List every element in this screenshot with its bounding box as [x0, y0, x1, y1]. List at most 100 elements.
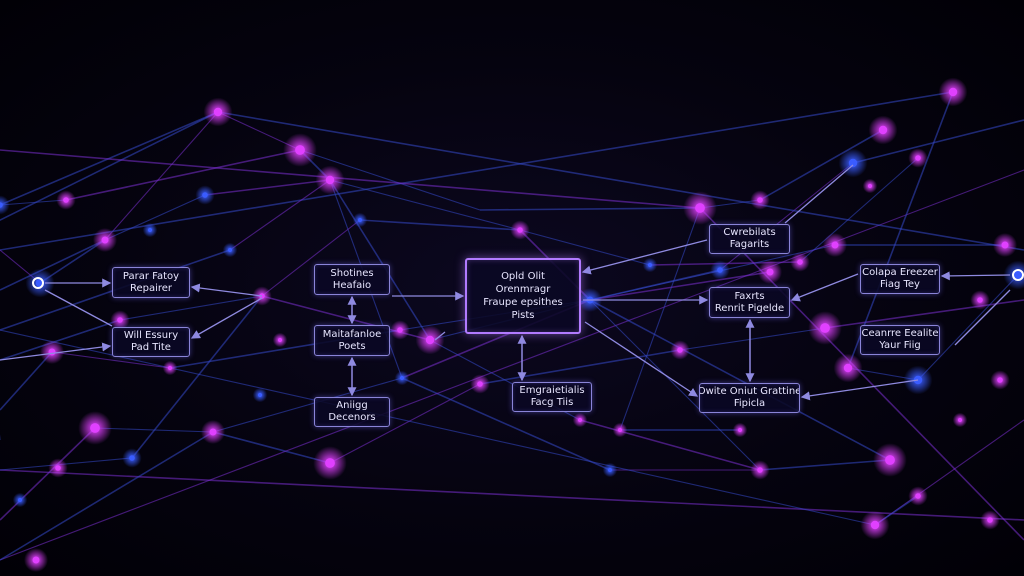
- mesh-node: [717, 267, 723, 273]
- mesh-node: [1001, 241, 1009, 249]
- mesh-node: [915, 493, 921, 499]
- mesh-node: [695, 203, 705, 213]
- box-maitafanloe: Maitafanloe Poets: [314, 325, 390, 356]
- mesh-line: [0, 239, 106, 291]
- mesh-node: [848, 158, 858, 168]
- mesh-line: [479, 207, 701, 211]
- mesh-node: [17, 497, 23, 503]
- mesh-node: [425, 335, 435, 345]
- box-line: Pists: [511, 310, 535, 321]
- mesh-line: [51, 351, 171, 369]
- box-line: Fipicla: [733, 398, 766, 409]
- mesh-node: [843, 363, 853, 373]
- box-line: Cwrebilats: [723, 227, 776, 238]
- mesh-line: [0, 111, 219, 221]
- mesh-node: [167, 365, 173, 371]
- mesh-line: [104, 194, 206, 241]
- mesh-node: [477, 381, 483, 387]
- box-line: Parar Fatoy: [122, 270, 180, 282]
- mesh-node: [987, 517, 993, 523]
- mesh-line: [847, 91, 954, 369]
- mesh-lines: [0, 91, 1024, 561]
- box-owite-oniut: Owite Oniut Grattine Fipicla: [699, 383, 800, 413]
- mesh-line: [824, 299, 1024, 329]
- connector-arrow: [0, 342, 112, 361]
- mesh-node: [129, 455, 135, 461]
- mesh-line: [917, 274, 1019, 381]
- mesh-node: [617, 427, 623, 433]
- mesh-node: [737, 427, 743, 433]
- box-line: Ceanrre Eealite: [861, 328, 939, 339]
- mesh-node: [948, 87, 958, 97]
- box-ceanrre-eealite: Ceanrre Eealite Yaur Fiig: [860, 325, 940, 355]
- mesh-line: [0, 469, 1024, 521]
- box-line: Maitafanloe: [322, 328, 382, 340]
- mesh-node: [831, 241, 839, 249]
- mesh-line: [229, 179, 331, 251]
- mesh-line: [519, 229, 651, 266]
- mesh-node: [397, 327, 403, 333]
- connector-arrow: [190, 297, 263, 339]
- mesh-line: [589, 299, 761, 471]
- mesh-node: [0, 202, 3, 208]
- mesh-line: [0, 329, 876, 526]
- mesh-node: [677, 347, 683, 353]
- connector-arrow: [954, 289, 1011, 346]
- mesh-node: [577, 417, 583, 423]
- mesh-line: [104, 111, 219, 241]
- mesh-node: [63, 197, 69, 203]
- box-line: Shotines: [330, 267, 374, 279]
- mesh-line: [589, 271, 771, 301]
- mesh-line: [329, 383, 481, 464]
- mesh-node: [32, 556, 40, 564]
- mesh-line: [329, 179, 521, 231]
- hub-ring-node: [1012, 269, 1024, 281]
- mesh-node: [325, 175, 335, 185]
- box-line: Renrit Pigelde: [714, 302, 785, 314]
- mesh-node: [517, 227, 523, 233]
- mesh-node: [867, 183, 873, 189]
- hub-ring-node: [32, 277, 44, 289]
- mesh-node: [607, 467, 613, 473]
- mesh-node: [55, 465, 61, 471]
- mesh-node: [997, 377, 1003, 383]
- mesh-line: [204, 179, 331, 196]
- box-line: Yaur Fiig: [879, 340, 921, 351]
- mesh-line: [0, 199, 67, 206]
- box-line: Pad Tite: [131, 342, 171, 353]
- connector-arrow: [800, 379, 919, 401]
- box-emgraietialis: Emgraietialis Facg Tiis: [512, 382, 592, 412]
- mesh-node: [90, 423, 100, 433]
- mesh-line: [799, 157, 919, 263]
- mesh-node: [957, 417, 963, 423]
- mesh-line: [0, 149, 701, 209]
- mesh-node: [977, 297, 983, 303]
- connector-arrow: [190, 283, 263, 297]
- connectors: [0, 164, 1011, 401]
- box-shotines: Shotines Heafaio: [314, 264, 390, 295]
- box-central-opld-olit: Opld Olit Orenmragr Fraupe epsithes Pist…: [465, 258, 581, 334]
- mesh-line: [589, 299, 891, 461]
- box-line: Fagarits: [729, 239, 770, 250]
- box-line: Colapa Ereezer: [862, 267, 938, 278]
- mesh-line: [65, 149, 301, 201]
- mesh-line: [212, 377, 403, 433]
- mesh-node: [766, 268, 774, 276]
- mesh-node: [257, 392, 263, 398]
- mesh-line: [852, 119, 1024, 164]
- box-line: Opld Olit: [501, 271, 545, 282]
- box-line: Poets: [338, 340, 366, 352]
- box-line: Owite Oniut Grattine: [699, 386, 800, 397]
- mesh-line: [0, 169, 1024, 561]
- mesh-node: [227, 247, 233, 253]
- box-line: Decenors: [328, 412, 376, 423]
- box-line: Facg Tiis: [530, 397, 574, 408]
- box-line: Aniigg: [336, 400, 368, 411]
- mesh-node: [820, 323, 830, 333]
- mesh-node-glow: [0, 195, 10, 215]
- mesh-node: [878, 125, 888, 135]
- box-line: Repairer: [129, 282, 173, 294]
